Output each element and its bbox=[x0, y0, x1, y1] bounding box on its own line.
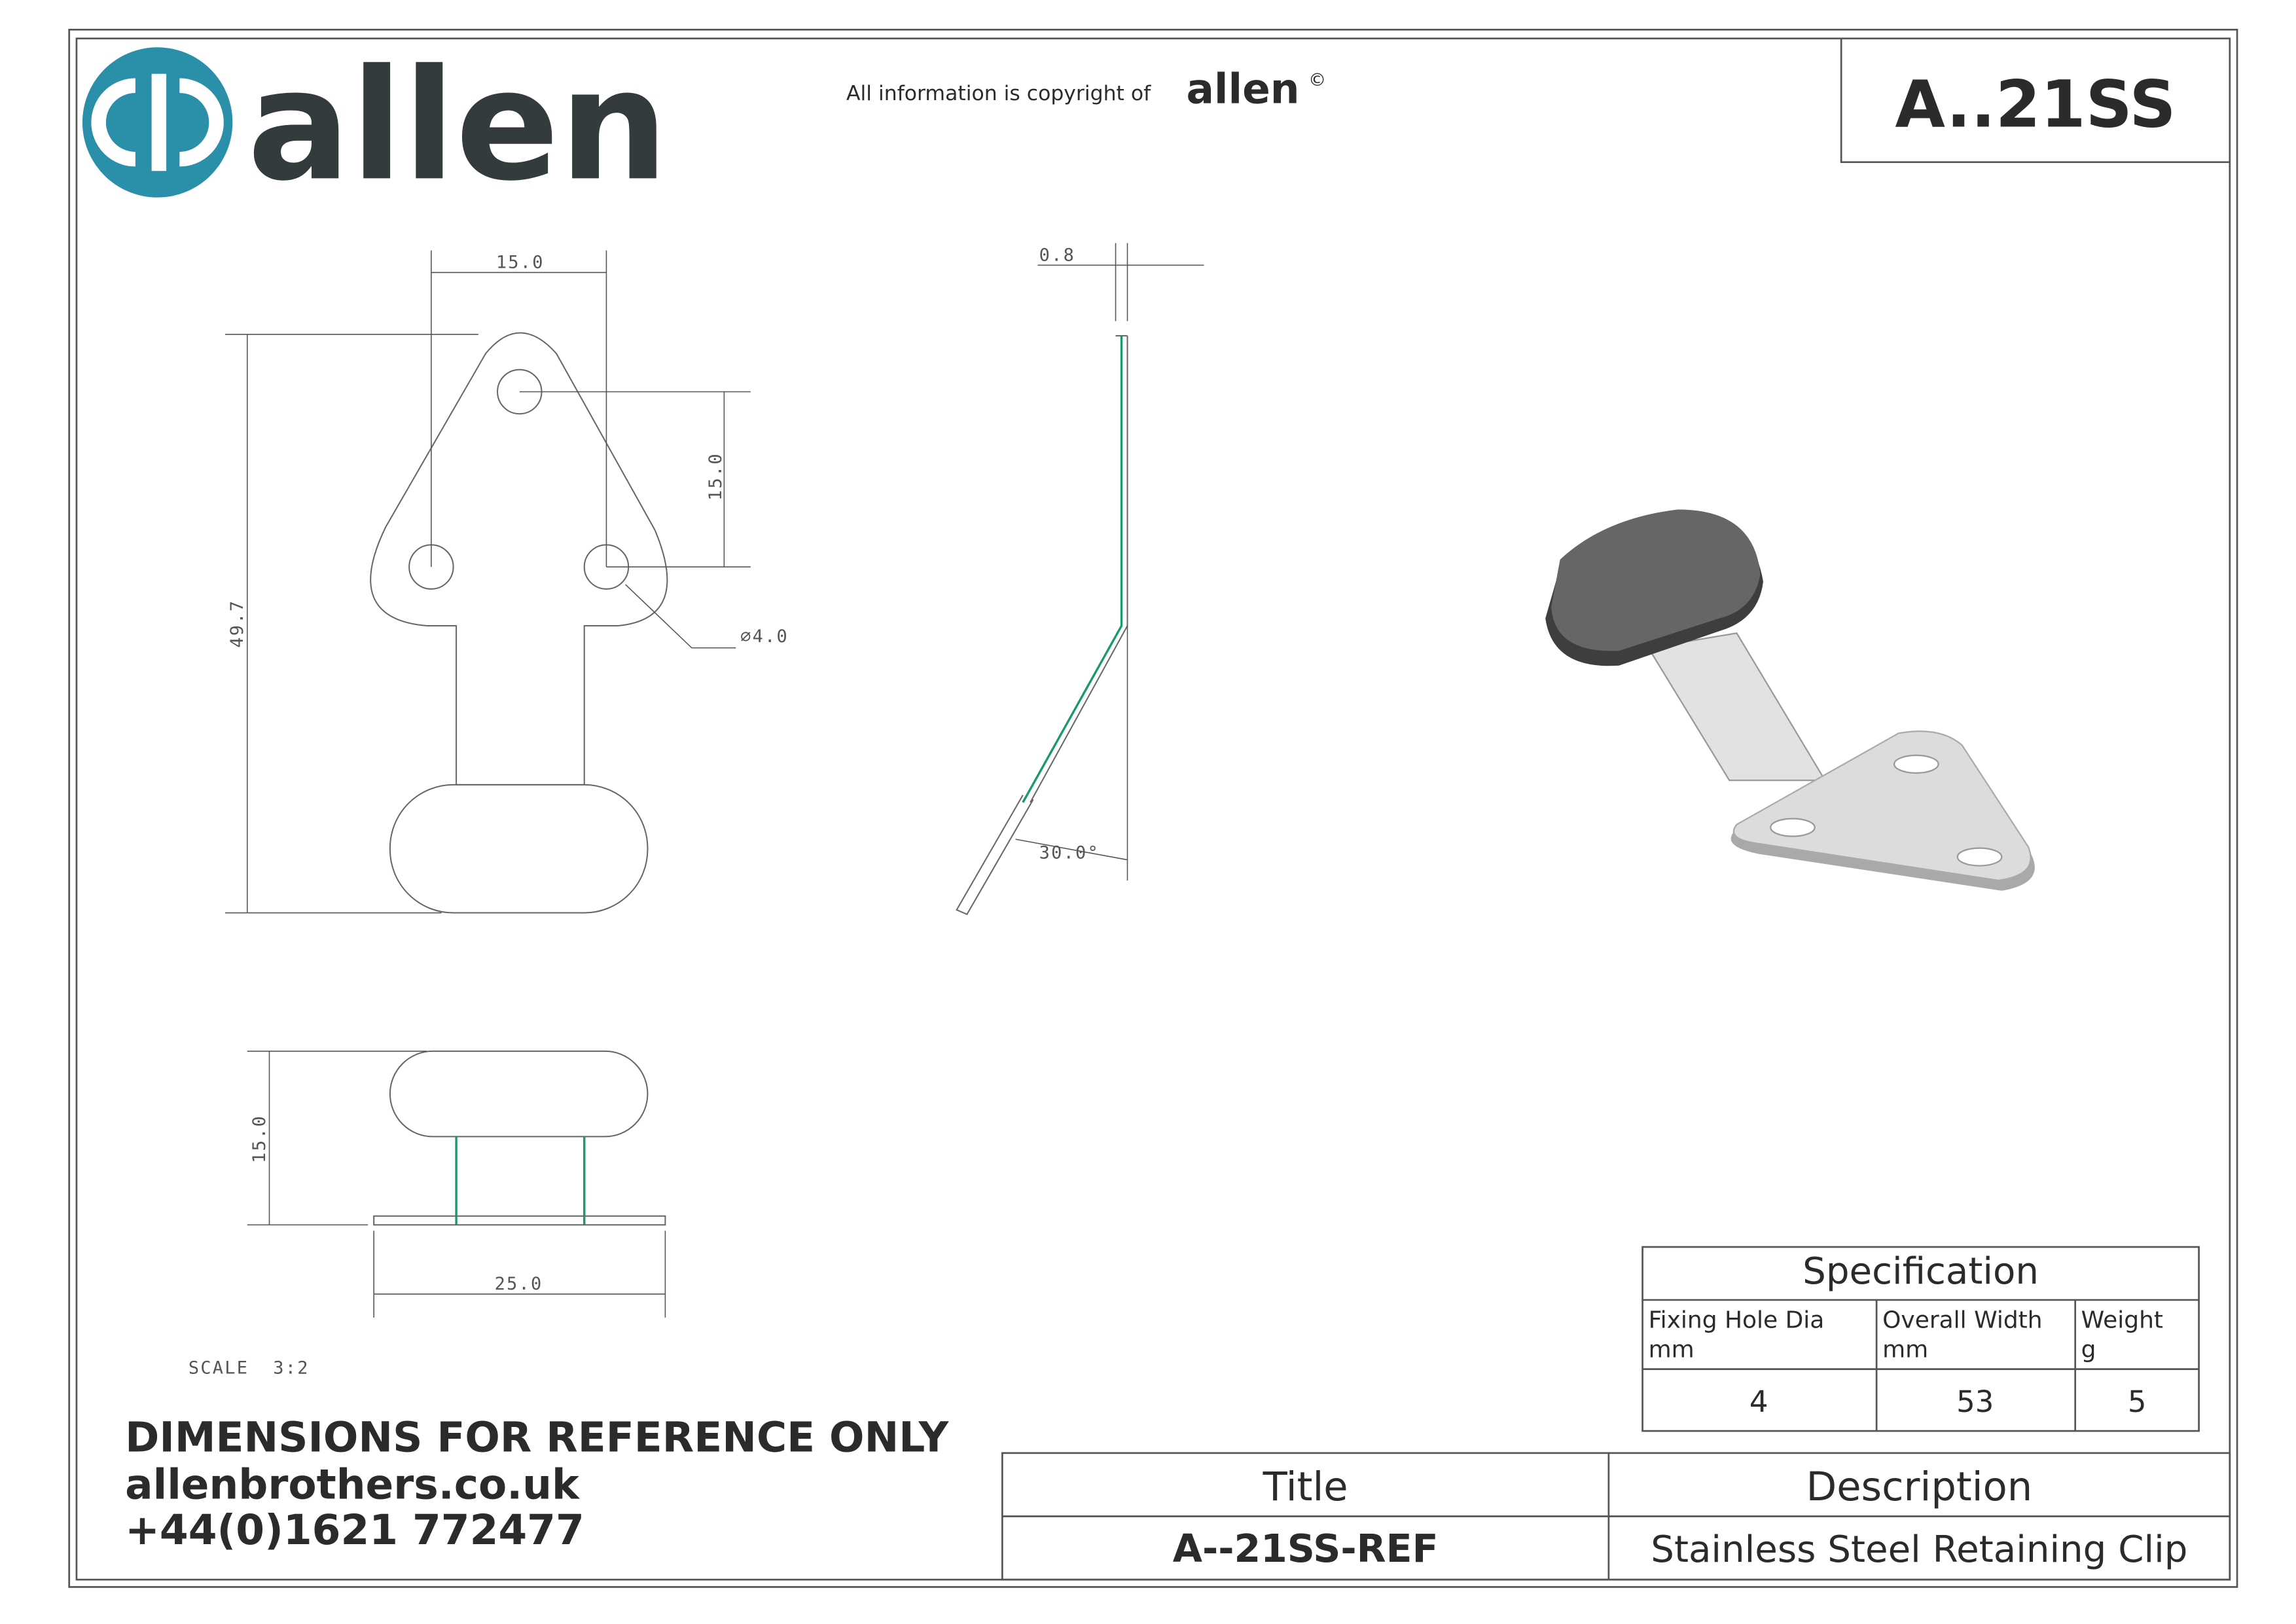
copyright-symbol: © bbox=[1308, 70, 1326, 90]
dim-thickness: 0.8 bbox=[1039, 245, 1075, 265]
bottom-view: 15.0 25.0 bbox=[247, 1050, 666, 1318]
spec-value-weight: 5 bbox=[2128, 1384, 2147, 1419]
specification-table: Specification Fixing Hole Dia mm Overall… bbox=[1641, 1246, 2200, 1432]
spec-col-width: Overall Width bbox=[1882, 1307, 2042, 1334]
part-code: A..21SS bbox=[1895, 67, 2176, 143]
side-view: 0.8 30.0° bbox=[956, 243, 1204, 916]
brand-wordmark: allen bbox=[247, 37, 668, 215]
spec-value-hole-dia: 4 bbox=[1749, 1384, 1768, 1419]
dim-hole-dia: ∅4.0 bbox=[740, 626, 789, 647]
allen-logo: allen bbox=[82, 37, 668, 215]
dim-base-width: 25.0 bbox=[495, 1274, 543, 1294]
outer-border bbox=[68, 28, 2238, 1588]
website[interactable]: allenbrothers.co.uk bbox=[125, 1461, 581, 1509]
isometric-render bbox=[1545, 509, 2035, 891]
copyright-text: All information is copyright of bbox=[846, 82, 1151, 105]
phone: +44(0)1621 772477 bbox=[125, 1506, 584, 1554]
spec-value-width: 53 bbox=[1956, 1384, 1994, 1419]
spec-col-weight: Weight bbox=[2081, 1307, 2163, 1334]
title-block: Title A--21SS-REF Description Stainless … bbox=[1001, 1452, 2231, 1581]
description-header: Description bbox=[1806, 1464, 2032, 1510]
reference-notice: DIMENSIONS FOR REFERENCE ONLY bbox=[125, 1414, 949, 1462]
dim-overall-height: 49.7 bbox=[227, 600, 247, 648]
spec-col-weight-unit: g bbox=[2081, 1337, 2096, 1363]
spec-col-width-unit: mm bbox=[1882, 1337, 1928, 1363]
copyright-brand: allen bbox=[1186, 65, 1299, 113]
dim-hole-spacing: 15.0 bbox=[706, 452, 726, 501]
dim-angle: 30.0° bbox=[1039, 842, 1100, 863]
scale-label: SCALE 3:2 bbox=[188, 1358, 310, 1378]
dim-side-height: 15.0 bbox=[249, 1115, 270, 1163]
title-header: Title bbox=[1263, 1464, 1348, 1510]
spec-title: Specification bbox=[1803, 1250, 2039, 1293]
dim-top-width: 15.0 bbox=[496, 253, 545, 273]
front-view: 15.0 15.0 49.7 ∅4.0 bbox=[225, 250, 789, 914]
title-value: A--21SS-REF bbox=[1173, 1526, 1439, 1571]
spec-col-hole-dia: Fixing Hole Dia bbox=[1649, 1307, 1825, 1334]
spec-col-hole-dia-unit: mm bbox=[1649, 1337, 1695, 1363]
description-value: Stainless Steel Retaining Clip bbox=[1651, 1528, 2187, 1571]
